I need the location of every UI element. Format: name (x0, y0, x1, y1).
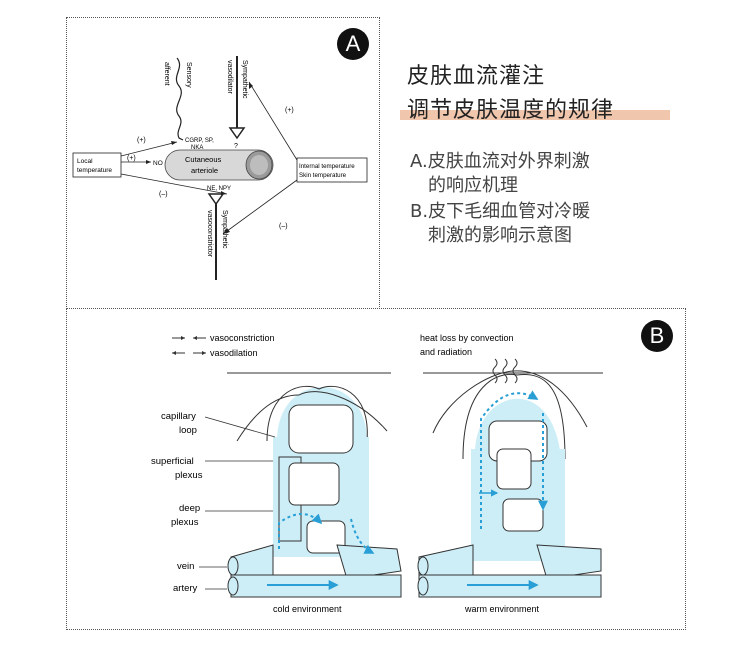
cold-environment-label: cold environment (273, 604, 342, 614)
minus-sign-1: (–) (159, 191, 168, 198)
local-temperature-box (72, 152, 122, 178)
vasodilator-terminal (228, 127, 246, 140)
sensory-afferent-nerve (175, 57, 184, 141)
vein-label: vein (177, 561, 194, 572)
badge-a: A (337, 28, 369, 60)
deep-label-2: plexus (171, 517, 199, 528)
minus-sign-2: (–) (279, 223, 288, 230)
capillary-diagram: vasoconstriction vasodilation heat loss … (151, 333, 603, 614)
nt-bottom: NE, NPY (207, 186, 231, 192)
cutaneous-arteriole (164, 149, 274, 181)
panel-b: vasoconstriction vasodilation heat loss … (66, 308, 686, 630)
sensory-label: Sensory (185, 62, 192, 88)
plus-sign-1: (+) (137, 137, 146, 144)
nt-top-2: NKA (191, 145, 203, 151)
internal-temperature-box (296, 157, 368, 183)
internal-label-2: Skin temperature (299, 172, 347, 179)
desc-b-line-1: B.皮下毛细血管对冷暖 (410, 201, 591, 222)
heading-highlight (400, 110, 670, 120)
question-mark: ? (234, 143, 238, 150)
heat-loss-2: and radiation (420, 347, 472, 357)
capillary-label-2: loop (179, 425, 197, 436)
vessel-label-1: Cutaneous (185, 155, 222, 164)
heading-line-2: 调节皮肤温度的规律 (407, 98, 615, 123)
legend-constriction: vasoconstriction (210, 333, 275, 343)
panel-a: Sensory afferent Sympathetic vasodilator… (66, 17, 380, 309)
superficial-label-2: plexus (175, 470, 203, 481)
no-label: NO (153, 160, 163, 167)
cold-vessel-network (227, 385, 402, 598)
deep-label-1: deep (179, 503, 200, 514)
desc-a-line-1: A.皮肤血流对外界刺激 (410, 151, 590, 172)
vessel-label-2: arteriole (191, 166, 218, 175)
local-label-2: temperature (77, 167, 112, 174)
plus-sign-3: (+) (285, 107, 294, 114)
desc-b-line-2: 刺激的影响示意图 (428, 225, 572, 246)
heading-line-2-wrap: 调节皮肤温度的规律 (400, 92, 670, 124)
plus-sign-2: (+) (127, 155, 136, 162)
legend-dilation: vasodilation (210, 348, 258, 358)
afferent-label: afferent (163, 62, 170, 86)
local-label-1: Local (77, 158, 93, 165)
symp-bottom-label-2: vasoconstrictor (206, 210, 213, 258)
nt-top-1: CGRP, SP, (185, 138, 214, 144)
heading-line-1: 皮肤血流灌注 (407, 64, 546, 89)
warm-vessel-network (417, 370, 602, 598)
symp-top-label-2: vasodilator (226, 60, 233, 95)
desc-a-line-2: 的响应机理 (428, 175, 518, 196)
warm-environment-label: warm environment (464, 604, 540, 614)
badge-b: B (641, 320, 673, 352)
symp-top-label-1: Sympathetic (241, 60, 248, 99)
thermoregulation-diagram: Sensory afferent Sympathetic vasodilator… (72, 56, 368, 280)
vasoconstrictor-terminal (207, 193, 225, 206)
internal-label-1: Internal temperature (299, 163, 355, 170)
artery-label: artery (173, 583, 198, 594)
symp-bottom-label-1: Sympathetic (221, 210, 228, 249)
capillary-label-1: capillary (161, 411, 196, 422)
heat-loss-1: heat loss by convection (420, 333, 514, 343)
superficial-label-1: superficial (151, 456, 194, 467)
legend: vasoconstriction vasodilation (172, 333, 275, 358)
